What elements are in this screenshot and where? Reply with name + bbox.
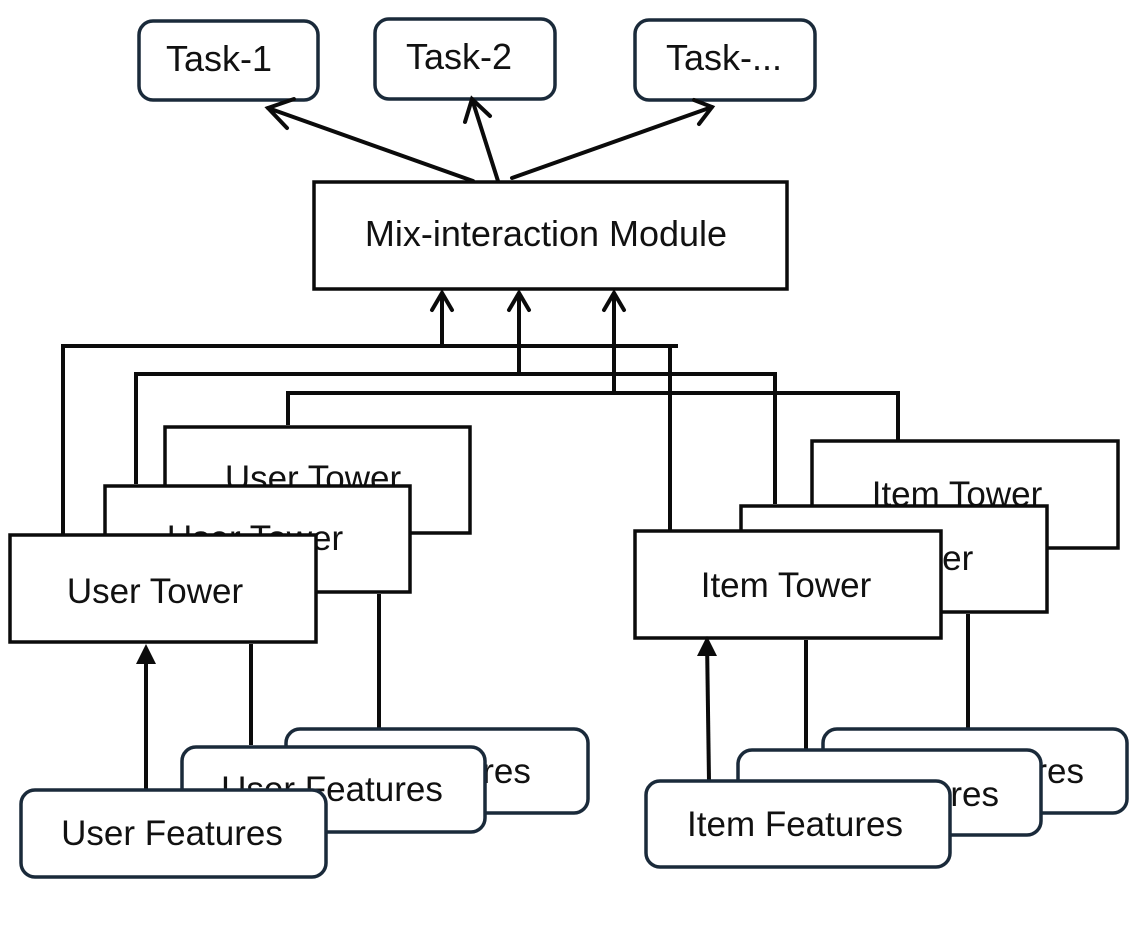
task-box-1: Task-1 (137, 19, 320, 102)
user-tower-front: User Tower (8, 533, 318, 644)
task-box-2: Task-2 (373, 17, 557, 101)
tower-to-module-connectors (61, 293, 900, 537)
user-features-front: User Features (19, 788, 328, 879)
feature-to-tower-connectors (144, 594, 970, 790)
task-n-label: Task-... (666, 37, 782, 78)
arrowhead-task-2 (463, 95, 492, 124)
item-features-front-label: Item Features (687, 805, 903, 844)
arrowhead-task-1 (264, 97, 296, 130)
item-tower-front: Item Tower (633, 529, 943, 640)
task-1-label: Task-1 (166, 38, 272, 79)
module-to-task-arrows (264, 95, 716, 183)
connector-front-towers (61, 344, 678, 537)
item-features-arrow (705, 639, 711, 782)
module-input-arrowheads (430, 289, 626, 312)
connector-middle-towers (134, 372, 777, 504)
mix-interaction-module: Mix-interaction Module (312, 180, 789, 291)
item-tower-front-label: Item Tower (701, 566, 872, 605)
task-box-n: Task-... (633, 18, 817, 102)
arrow-to-task-1 (266, 106, 475, 183)
feature-arrowheads (136, 636, 717, 664)
user-features-front-label: User Features (61, 814, 283, 853)
arrow-to-task-2 (470, 97, 500, 183)
arrowhead-task-n (692, 98, 716, 126)
connector-back-towers (286, 391, 900, 440)
item-features-front: Item Features (644, 779, 952, 869)
user-tower-front-label: User Tower (67, 572, 244, 611)
arrow-to-task-n (510, 105, 714, 180)
task-2-label: Task-2 (406, 36, 512, 77)
mix-module-label: Mix-interaction Module (365, 213, 727, 254)
